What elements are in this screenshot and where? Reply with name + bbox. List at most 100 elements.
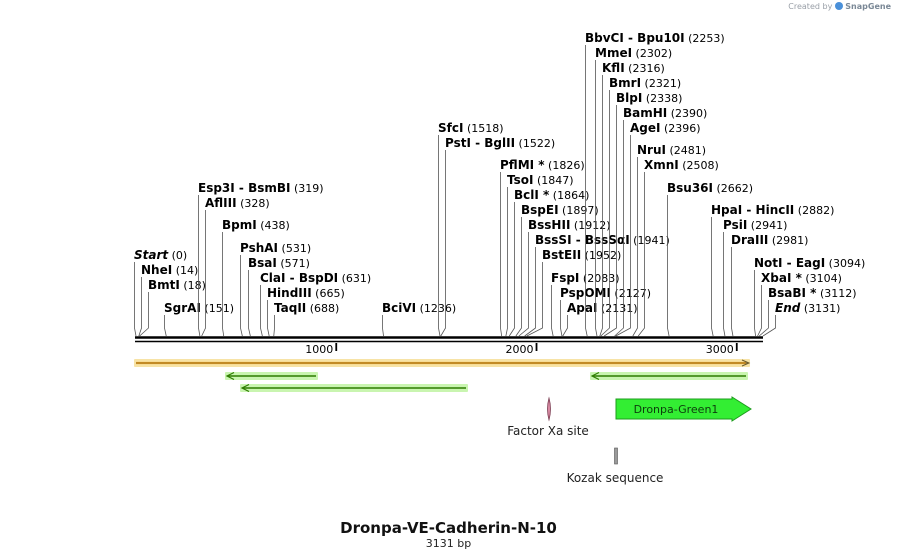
site-position: (1826) (545, 159, 585, 172)
site-start[interactable]: Start (0) (133, 248, 229, 337)
site-bsteii[interactable]: BstEII (1952) (526, 248, 635, 337)
site-position: (328) (237, 197, 270, 210)
site-afliii[interactable]: AflIII (328) (201, 196, 299, 337)
site-label: Bsu36I (2662) (667, 181, 753, 195)
site-label: XbaI * (3104) (761, 271, 842, 285)
site-leader-line (762, 315, 776, 337)
site-name: PstI - BglII (445, 136, 515, 150)
site-label-bg (273, 301, 360, 315)
site-label: DraIII (2981) (731, 233, 808, 247)
site-bcli[interactable]: BclI * (1864) (508, 188, 597, 337)
ruler-tick-label: 2000 (506, 343, 534, 356)
feature-factor-xa-site[interactable]: Factor Xa site (507, 396, 589, 438)
site-hindiii[interactable]: HindIII (665) (266, 286, 364, 337)
site-clai-bspdi[interactable]: ClaI - BspDI (631) (259, 271, 390, 337)
site-leader-line (599, 75, 603, 337)
site-kfli[interactable]: KflI (2316) (599, 61, 676, 337)
site-end[interactable]: End (3131) (762, 301, 855, 337)
site-nrui[interactable]: NruI (2481) (632, 143, 717, 337)
site-leader-line (515, 217, 522, 337)
site-position: (2941) (747, 219, 787, 232)
site-position: (2508) (679, 159, 719, 172)
site-name: BspEI (521, 203, 559, 217)
site-name: BamHI (623, 106, 667, 120)
site-hpai-hincii[interactable]: HpaI - HincII (2882) (710, 203, 855, 337)
site-name: PsiI (723, 218, 747, 232)
site-name: End (775, 301, 801, 315)
site-name: BclI * (514, 188, 550, 202)
restriction-sites: Start (0)NheI (14)BmtI (18)SgrAI (151)Es… (133, 31, 881, 337)
site-name: HindIII (267, 286, 312, 300)
site-leader-line (508, 202, 515, 337)
feature-kozak-sequence[interactable]: Kozak sequence (567, 447, 664, 485)
site-label-bg (710, 203, 855, 217)
site-position: (1236) (416, 302, 456, 315)
site-label: TaqII (688) (274, 301, 339, 315)
orf-arrow-reverse-2[interactable] (240, 383, 468, 393)
site-bsabi[interactable]: BsaBI * (3112) (758, 286, 857, 337)
site-psii[interactable]: PsiI (2941) (722, 218, 797, 337)
site-label-bg (381, 301, 472, 315)
site-agei[interactable]: AgeI (2396) (615, 121, 713, 337)
site-name: BssHII (528, 218, 570, 232)
dna-backbone (135, 336, 763, 343)
credit-brand: SnapGene (845, 2, 891, 11)
site-nhei[interactable]: NheI (14) (138, 263, 237, 337)
site-position: (665) (312, 287, 345, 300)
site-name: TsoI (507, 173, 533, 187)
orf-arrow-reverse-3[interactable] (590, 371, 748, 381)
site-position: (2662) (713, 182, 753, 195)
orf-arrow-reverse-1[interactable] (225, 371, 318, 381)
site-position: (2481) (666, 144, 706, 157)
orf-track[interactable] (134, 359, 751, 367)
site-bpmi[interactable]: BpmI (438) (221, 218, 304, 337)
site-bspei[interactable]: BspEI (1897) (515, 203, 610, 337)
site-bsu36i[interactable]: Bsu36I (2662) (666, 181, 768, 337)
site-name: AgeI (630, 121, 660, 135)
site-name: BbvCI - Bpu10I (585, 31, 685, 45)
site-pshai[interactable]: PshAI (531) (239, 241, 332, 337)
site-bmti[interactable]: BmtI (18) (139, 278, 249, 337)
site-blpi[interactable]: BlpI (2338) (603, 91, 691, 337)
site-pflmi[interactable]: PflMI * (1826) (499, 158, 597, 337)
site-bsssi-bsss-i[interactable]: BssSI - BssSαI (1941) (524, 233, 689, 337)
features-layer: Factor Xa site Kozak sequence Dronpa-Gre… (134, 359, 752, 485)
site-position: (14) (172, 264, 198, 277)
site-label-bg (636, 143, 717, 157)
site-draiii[interactable]: DraIII (2981) (730, 233, 817, 337)
site-xbai[interactable]: XbaI * (3104) (757, 271, 852, 337)
site-apai[interactable]: ApaI (2131) (562, 301, 650, 337)
feature-dronpa-green1[interactable]: Dronpa-Green1 (615, 396, 752, 422)
site-leader-line (267, 300, 270, 337)
site-label-bg (163, 301, 249, 315)
site-noti-eagi[interactable]: NotI - EagI (3094) (753, 256, 881, 337)
site-bmri[interactable]: BmrI (2321) (600, 76, 683, 337)
site-label-bg (259, 271, 390, 285)
site-bcivi[interactable]: BciVI (1236) (381, 301, 472, 337)
site-tsoi[interactable]: TsoI (1847) (505, 173, 588, 337)
site-bamhi[interactable]: BamHI (2390) (614, 106, 719, 337)
site-name: BmrI (609, 76, 641, 90)
site-name: BssSI - BssSαI (535, 233, 630, 247)
site-bsai[interactable]: BsaI (571) (247, 256, 320, 337)
site-label: SfcI (1518) (438, 121, 504, 135)
site-name: AflIII (205, 196, 237, 210)
site-label-bg (608, 76, 683, 90)
site-bbvci-bpu10i[interactable]: BbvCI - Bpu10I (2253) (584, 31, 744, 337)
site-leader-line (139, 292, 149, 337)
site-taqii[interactable]: TaqII (688) (273, 301, 360, 337)
site-position: (631) (338, 272, 371, 285)
factor-xa-label: Factor Xa site (507, 424, 589, 438)
site-psti-bglii[interactable]: PstI - BglII (1522) (440, 136, 555, 337)
site-esp3i-bsmbi[interactable]: Esp3I - BsmBI (319) (197, 181, 343, 337)
site-sfci[interactable]: SfcI (1518) (437, 121, 516, 337)
site-xmni[interactable]: XmnI (2508) (637, 158, 732, 337)
site-sgrai[interactable]: SgrAI (151) (163, 301, 249, 337)
site-bsshii[interactable]: BssHII (1912) (518, 218, 621, 337)
site-mmei[interactable]: MmeI (2302) (594, 46, 683, 337)
site-position: (3094) (825, 257, 865, 270)
site-leader-line (526, 262, 543, 337)
site-name: Esp3I - BsmBI (198, 181, 290, 195)
site-name: BsaI (248, 256, 277, 270)
